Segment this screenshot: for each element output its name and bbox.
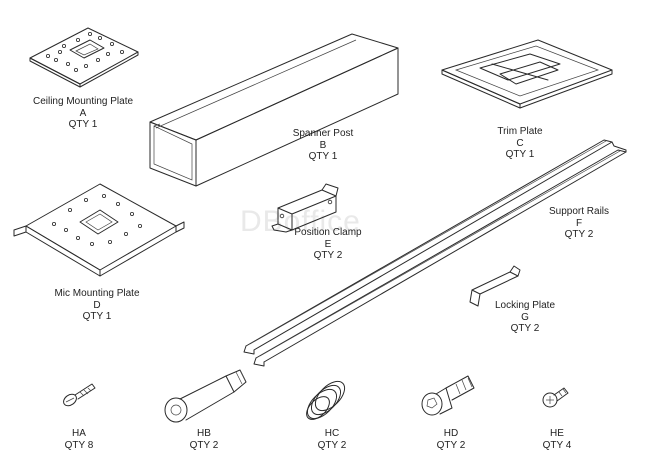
label-hardware-ha: HA QTY 8	[65, 428, 94, 451]
hardware-qty: QTY 2	[436, 439, 466, 451]
part-letter: A	[79, 107, 87, 119]
part-qty: QTY 1	[308, 151, 338, 162]
part-qty: QTY 2	[313, 250, 343, 261]
hardware-qty: QTY 2	[189, 439, 219, 451]
label-hardware-hb: HB QTY 2	[190, 428, 219, 451]
label-hardware-hc: HC QTY 2	[318, 428, 347, 451]
hb-bolt-drawing	[164, 369, 247, 423]
support-rails-drawing	[243, 139, 627, 367]
part-name: Locking Plate	[494, 300, 556, 311]
label-hardware-he: HE QTY 4	[543, 428, 572, 451]
he-screw-drawing	[542, 387, 569, 408]
label-mic-mounting-plate: Mic Mounting Plate D QTY 1	[54, 288, 139, 323]
mic-mounting-plate-drawing	[13, 183, 185, 277]
part-letter: G	[521, 311, 529, 323]
hc-spring-drawing	[306, 380, 346, 420]
label-spanner-post: Spanner Post B QTY 1	[293, 128, 354, 163]
position-clamp-drawing	[271, 183, 339, 233]
part-name: Spanner Post	[292, 128, 354, 139]
hardware-qty: QTY 8	[64, 439, 94, 451]
part-letter: E	[324, 238, 332, 250]
part-name: Trim Plate	[497, 126, 543, 137]
part-name: Support Rails	[548, 206, 610, 217]
part-qty: QTY 2	[510, 323, 540, 334]
hardware-code: HD	[443, 428, 459, 439]
hardware-code: HC	[324, 428, 340, 439]
label-ceiling-mounting-plate: Ceiling Mounting Plate A QTY 1	[33, 96, 133, 131]
label-trim-plate: Trim Plate C QTY 1	[497, 126, 542, 161]
part-qty: QTY 2	[564, 229, 594, 240]
ceiling-mounting-plate-drawing	[29, 27, 139, 88]
part-letter: D	[93, 299, 101, 311]
hardware-qty: QTY 2	[317, 439, 347, 451]
label-position-clamp: Position Clamp E QTY 2	[294, 227, 361, 262]
hardware-qty: QTY 4	[542, 439, 572, 451]
part-qty: QTY 1	[505, 149, 535, 160]
ha-screw-drawing	[63, 383, 96, 407]
part-name: Position Clamp	[294, 227, 362, 238]
spanner-post-drawing	[149, 33, 399, 187]
hd-screw-drawing	[421, 375, 475, 416]
part-qty: QTY 1	[82, 311, 112, 322]
part-letter: C	[516, 137, 524, 149]
part-letter: B	[319, 139, 327, 151]
hardware-code: HB	[197, 428, 211, 439]
part-name: Mic Mounting Plate	[54, 288, 140, 299]
label-locking-plate: Locking Plate G QTY 2	[495, 300, 555, 335]
part-qty: QTY 1	[68, 119, 98, 130]
locking-plate-drawing	[469, 265, 521, 307]
hardware-code: HA	[72, 428, 86, 439]
trim-plate-drawing	[441, 39, 613, 109]
hardware-code: HE	[550, 428, 564, 439]
label-hardware-hd: HD QTY 2	[437, 428, 466, 451]
label-support-rails: Support Rails F QTY 2	[549, 206, 609, 241]
part-name: Ceiling Mounting Plate	[32, 96, 134, 107]
part-letter: F	[575, 217, 583, 229]
